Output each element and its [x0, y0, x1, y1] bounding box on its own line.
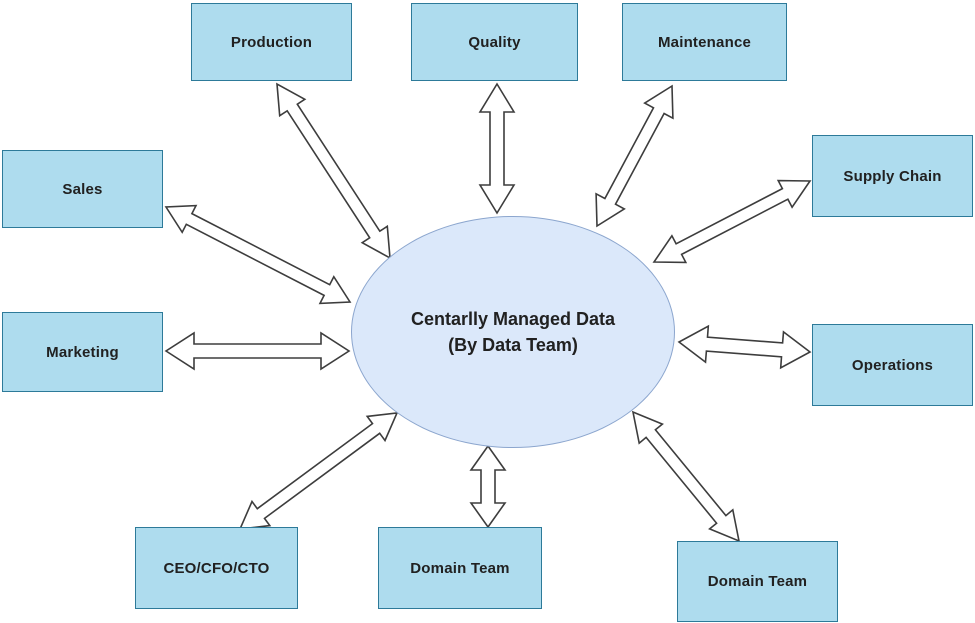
- node-maintenance: Maintenance: [622, 3, 787, 81]
- node-quality: Quality: [411, 3, 578, 81]
- node-sales-label: Sales: [62, 180, 103, 198]
- hub-title-line2: (By Data Team): [448, 335, 578, 355]
- node-sales: Sales: [2, 150, 163, 228]
- node-ceo-cfo-cto: CEO/CFO/CTO: [135, 527, 298, 609]
- arrow-hub-sales: [164, 204, 352, 305]
- arrow-hub-maintenance: [595, 84, 674, 228]
- hub-centrally-managed-data: Centarlly Managed Data (By Data Team): [351, 216, 675, 448]
- node-maintenance-label: Maintenance: [657, 33, 752, 51]
- arrow-hub-ceo-cfo-cto: [238, 412, 399, 530]
- arrow-hub-domain-team-right: [631, 410, 741, 543]
- node-marketing-label: Marketing: [46, 343, 119, 361]
- node-operations: Operations: [812, 324, 973, 406]
- arrow-hub-domain-team-center: [469, 444, 507, 529]
- node-domain-team-center: Domain Team: [378, 527, 542, 609]
- node-supply-chain-label: Supply Chain: [843, 167, 942, 185]
- arrow-hub-operations: [677, 324, 812, 370]
- arrow-hub-quality: [478, 82, 516, 215]
- node-supply-chain: Supply Chain: [812, 135, 973, 217]
- node-quality-label: Quality: [468, 33, 521, 51]
- node-marketing: Marketing: [2, 312, 163, 392]
- arrow-hub-marketing: [164, 331, 351, 371]
- arrow-hub-production: [276, 82, 391, 260]
- node-domain-team-center-label: Domain Team: [410, 559, 510, 577]
- hub-title-line1: Centarlly Managed Data: [410, 308, 616, 329]
- node-domain-team-right: Domain Team: [677, 541, 838, 622]
- node-production: Production: [191, 3, 352, 81]
- node-ceo-cfo-cto-label: CEO/CFO/CTO: [163, 559, 270, 577]
- arrow-hub-supply-chain: [652, 179, 812, 264]
- node-production-label: Production: [230, 33, 313, 51]
- node-operations-label: Operations: [851, 356, 934, 374]
- node-domain-team-right-label: Domain Team: [707, 573, 808, 590]
